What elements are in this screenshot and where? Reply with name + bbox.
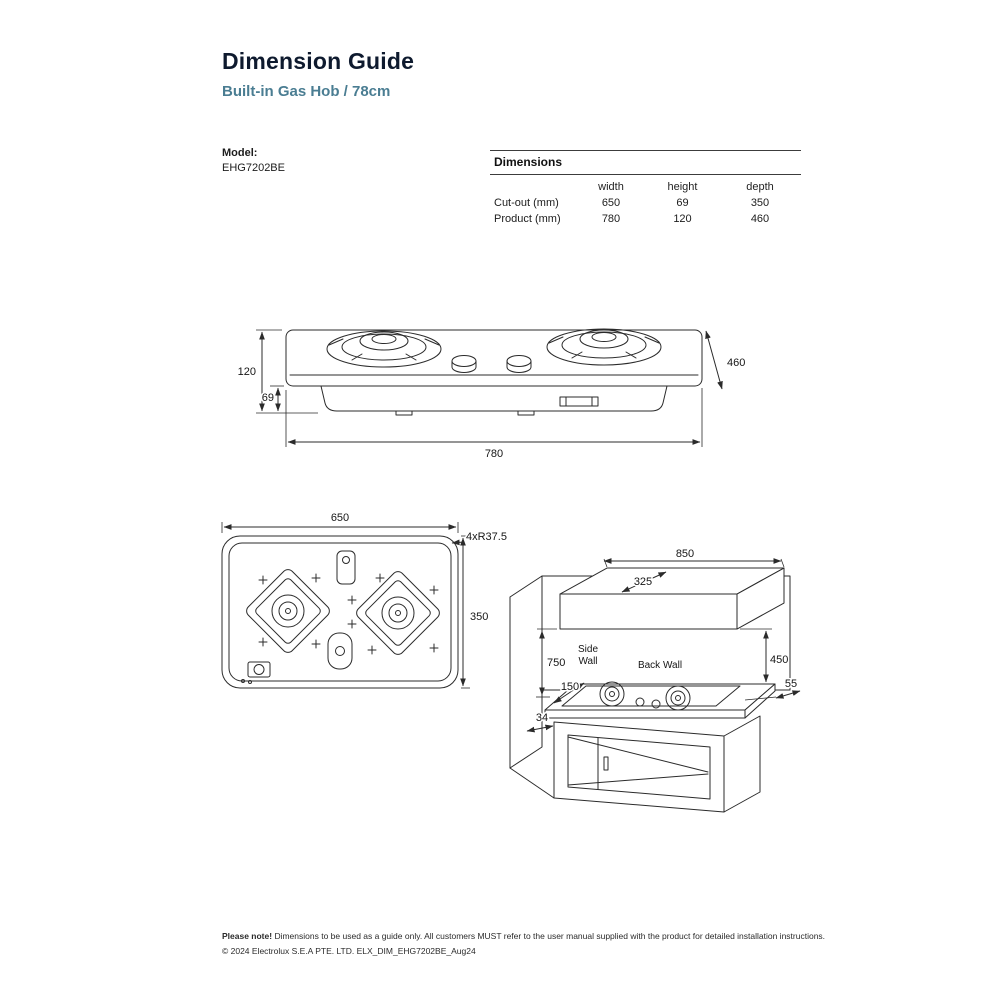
footer-note: Please note! Dimensions to be used as a … [222, 931, 862, 941]
dim-cutout-depth: 350 [470, 611, 488, 623]
dim-left-clearance: 750 [547, 657, 565, 669]
installation-view: 850 325 [509, 547, 801, 813]
col-header-width: width [598, 181, 624, 193]
dim-product-height: 120 [238, 366, 256, 378]
row-product-label: Product (mm) [494, 213, 561, 225]
row-cutout-label: Cut-out (mm) [494, 197, 559, 209]
cutout-height-cell: 69 [676, 197, 689, 209]
dimensions-table-grid: width height depth Cut-out (mm) 650 69 3… [490, 175, 801, 227]
footer-copyright: © 2024 Electrolux S.E.A PTE. LTD. ELX_DI… [222, 946, 476, 956]
side-wall-label-line2: Wall [578, 656, 597, 667]
dim-cutout-width: 650 [331, 512, 349, 524]
dim-hood-depth: 325 [634, 576, 652, 588]
dim-cutout-height: 69 [262, 392, 274, 404]
side-wall-label-line1: Side [578, 644, 598, 655]
dim-corner-radius: 4xR37.5 [466, 531, 507, 543]
dimensions-table-title: Dimensions [494, 155, 563, 169]
page-subtitle: Built-in Gas Hob / 78cm [222, 83, 391, 100]
dim-product-depth: 460 [727, 357, 745, 369]
back-wall-label: Back Wall [638, 660, 682, 671]
dim-back-clearance: 150 [561, 681, 579, 693]
dim-side-clearance: 55 [785, 678, 797, 690]
elevation-view: 120 69 780 460 [236, 328, 747, 462]
page-title: Dimension Guide [222, 48, 415, 74]
dim-front-clearance: 34 [536, 712, 548, 724]
dim-right-clearance: 450 [770, 654, 788, 666]
footer-note-text: Dimensions to be used as a guide only. A… [274, 931, 826, 941]
table-rule-mid [490, 174, 801, 175]
dimensions-table: Dimensions width height depth Cut-out (m… [490, 150, 801, 227]
model-label: Model: [222, 147, 258, 159]
product-depth-cell: 460 [750, 213, 770, 225]
doc-header: Dimension Guide Built-in Gas Hob / 78cm [222, 48, 414, 100]
doc-footer: Please note! Dimensions to be used as a … [222, 931, 862, 956]
table-rule-top [490, 150, 801, 151]
dim-product-width: 780 [485, 448, 503, 460]
cutout-width-cell: 650 [601, 197, 621, 209]
footer-note-label: Please note! [222, 931, 273, 941]
product-height-cell: 120 [673, 213, 692, 225]
dim-hood-width: 850 [676, 548, 694, 560]
col-header-depth: depth [746, 181, 774, 193]
cutout-depth-cell: 350 [750, 197, 770, 209]
cutout-top-view: 650 350 4xR37.5 [221, 511, 508, 689]
product-width-cell: 780 [601, 213, 621, 225]
col-header-height: height [667, 181, 698, 193]
model-value: EHG7202BE [222, 162, 285, 174]
model-block: Model: EHG7202BE [222, 146, 285, 176]
